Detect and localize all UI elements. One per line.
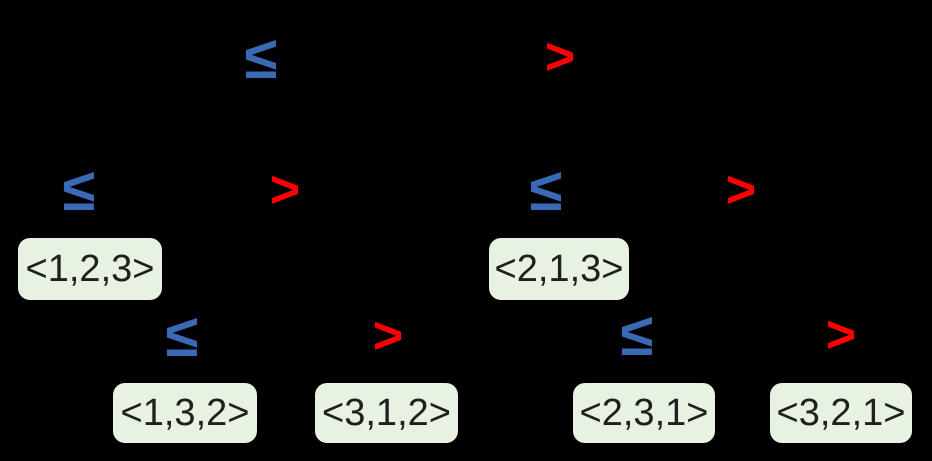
edge-label-root-right: > [544, 28, 576, 86]
edge-label-left-grandchild-right: > [372, 307, 404, 365]
edge-label-right-node-left: ≤ [529, 156, 563, 223]
leaf-node-231: <2,3,1> [573, 383, 715, 443]
edge-label-left-node-left: ≤ [62, 156, 96, 223]
edge-label-right-grandchild-right: > [825, 306, 857, 364]
leaf-node-321: <3,2,1> [770, 383, 912, 443]
edge-label-left-grandchild-left: ≤ [165, 302, 199, 369]
edge-label-left-node-right: > [269, 161, 301, 219]
edge-label-right-node-right: > [725, 161, 757, 219]
edge-label-root-left: ≤ [244, 24, 278, 91]
leaf-node-312: <3,1,2> [315, 383, 458, 443]
edge-label-right-grandchild-left: ≤ [620, 301, 654, 368]
leaf-node-123: <1,2,3> [18, 238, 162, 300]
leaf-node-132: <1,3,2> [113, 383, 257, 443]
leaf-node-213: <2,1,3> [489, 238, 629, 300]
